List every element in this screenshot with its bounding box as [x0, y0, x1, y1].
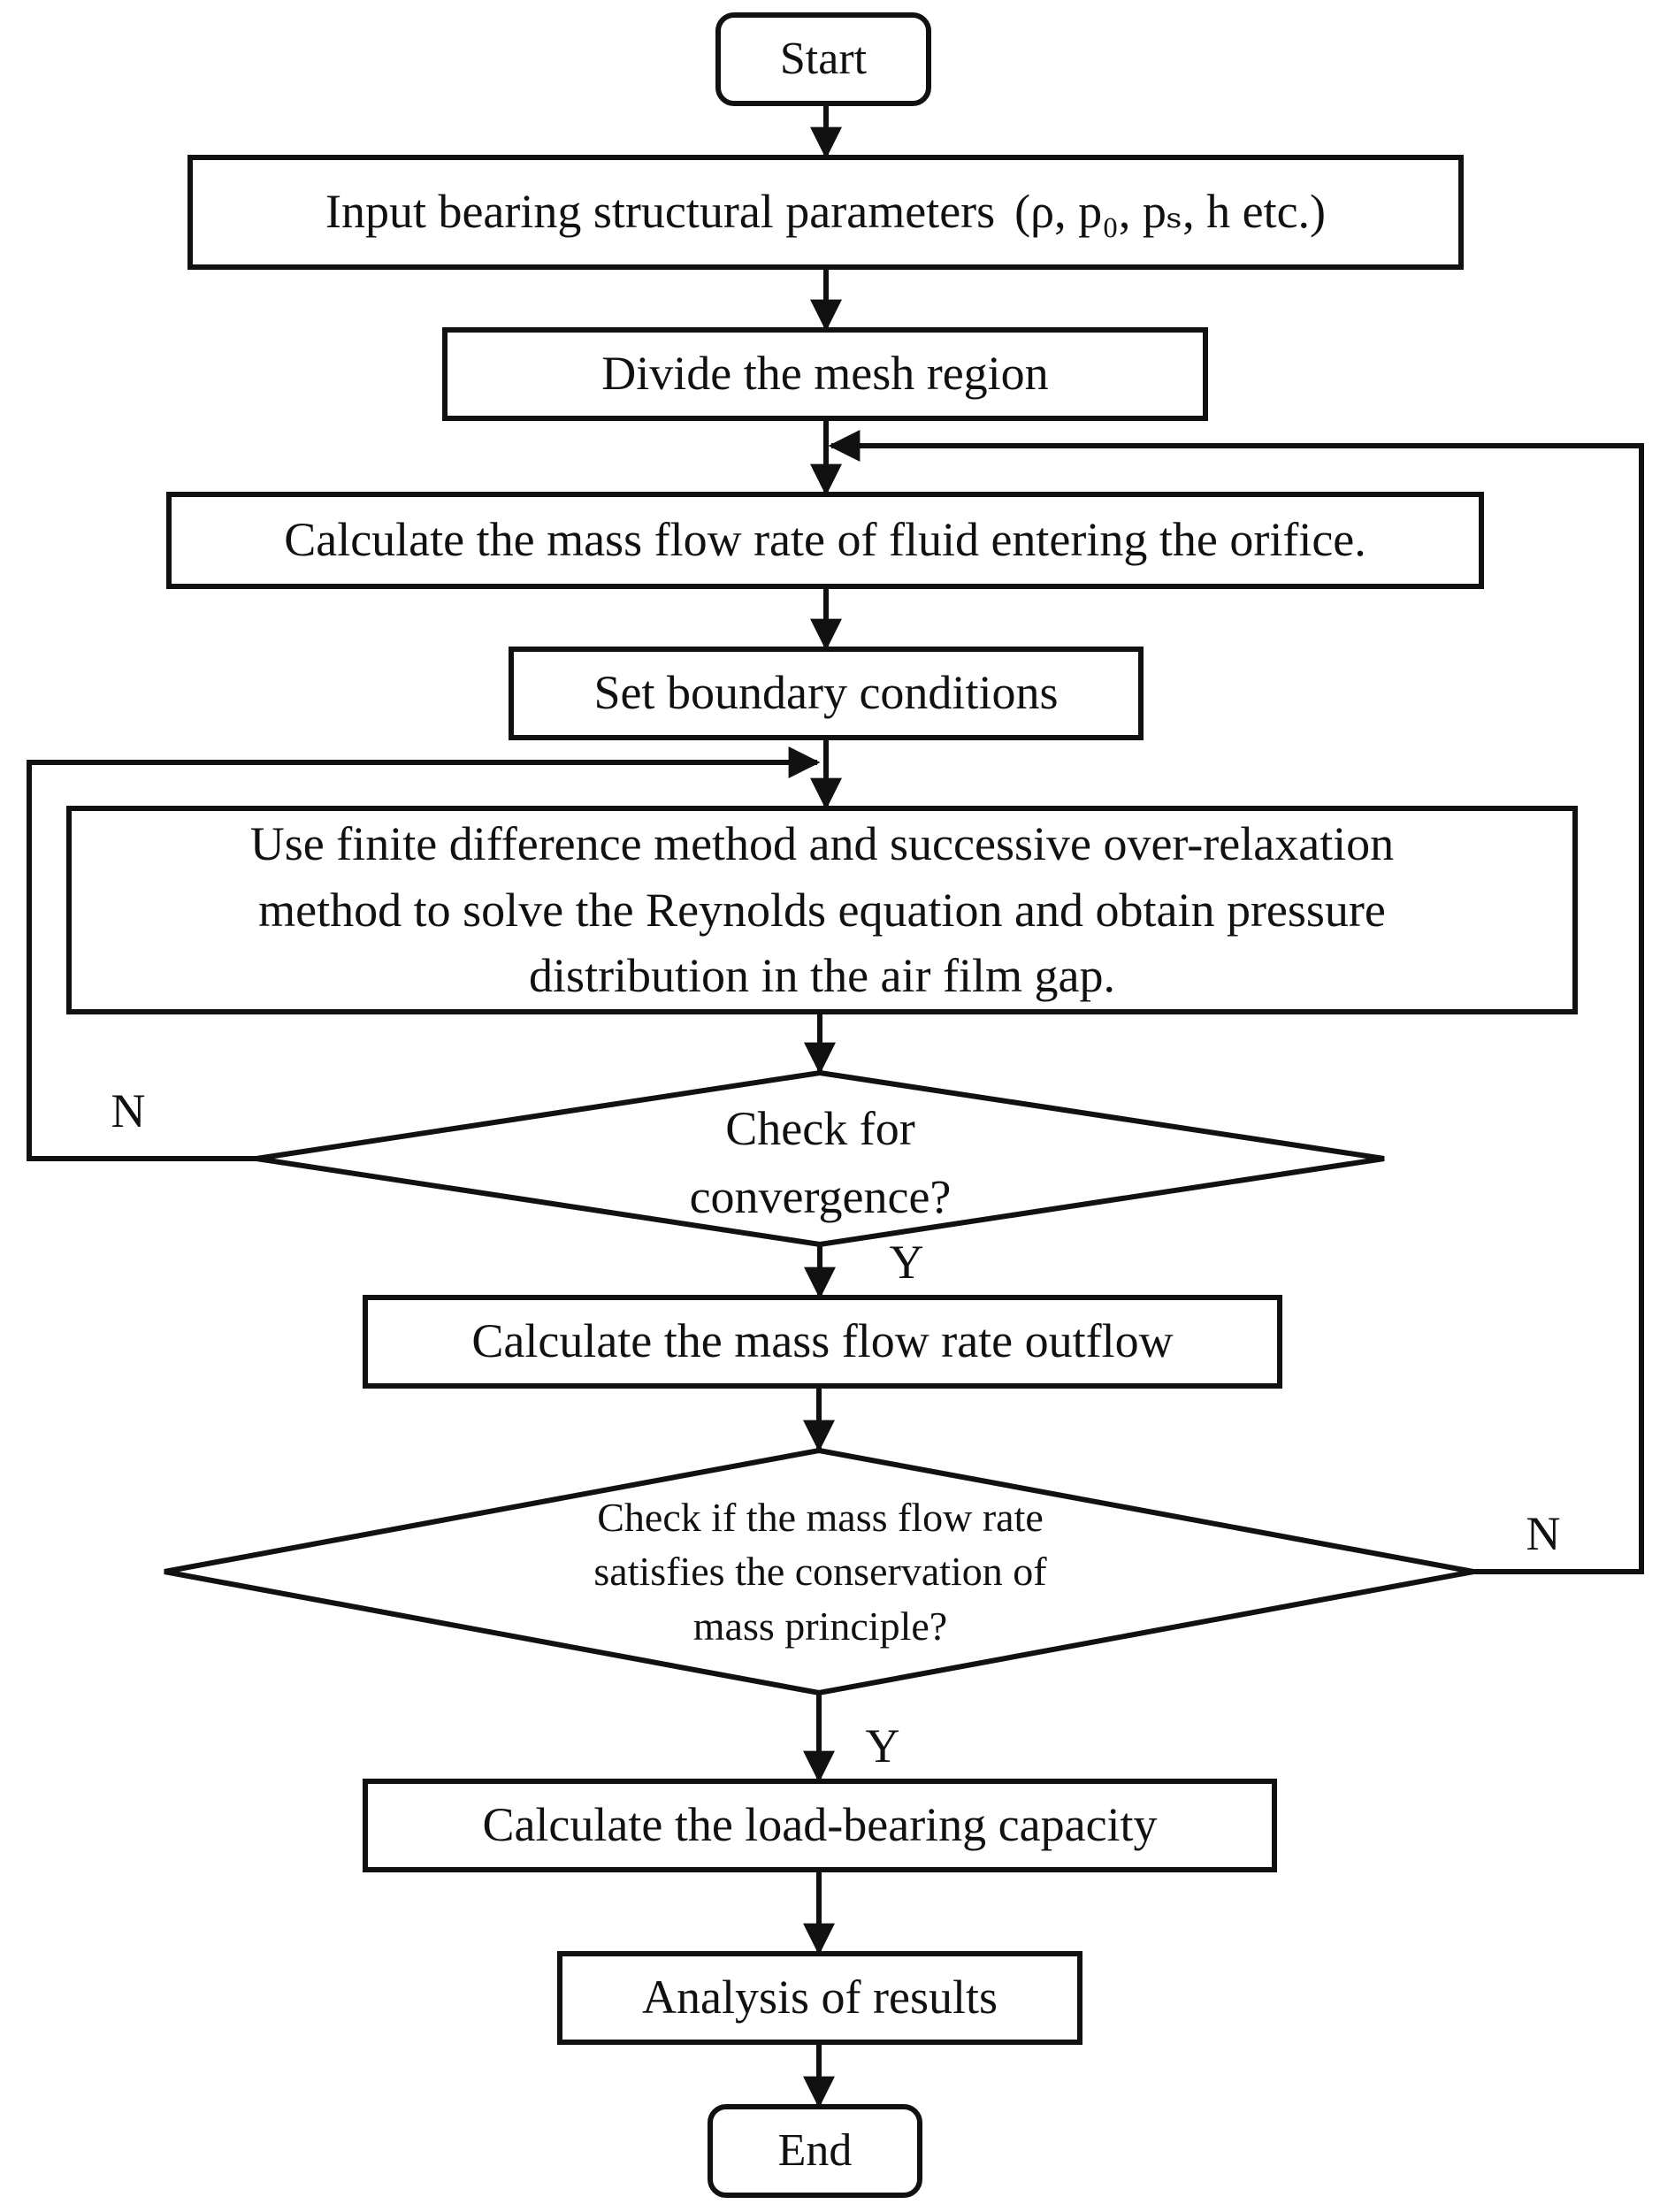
conservation-line-2: satisfies the conservation of	[593, 1549, 1047, 1595]
mass-in-label: Calculate the mass flow rate of fluid en…	[284, 513, 1366, 567]
solve-line-2: method to solve the Reynolds equation an…	[258, 883, 1386, 937]
solve-line-1: Use finite difference method and success…	[249, 817, 1395, 871]
solve-label: Use finite difference method and success…	[69, 808, 1575, 1012]
conservation-line-3: mass principle?	[692, 1603, 948, 1649]
conservation-no-label: N	[1526, 1507, 1561, 1561]
loop-conservation-no	[828, 430, 1644, 1574]
convergence-label: Check for convergence?	[566, 1088, 1075, 1238]
solve-line-3: distribution in the air film gap.	[529, 949, 1115, 1003]
analysis-label: Analysis of results	[642, 1971, 998, 2024]
convergence-line-1: Check for	[725, 1102, 915, 1156]
input-params-text: Input bearing structural parameters	[325, 185, 996, 239]
end-label: End	[777, 2125, 853, 2177]
load-label: Calculate the load-bearing capacity	[482, 1798, 1158, 1852]
loop-convergence-no	[27, 746, 821, 1161]
start-label: Start	[779, 34, 868, 85]
mesh-label: Divide the mesh region	[601, 347, 1049, 401]
convergence-yes-label: Y	[889, 1236, 924, 1290]
input-params-symbols: (ρ, p₀, pₛ, h etc.)	[1014, 185, 1327, 239]
convergence-no-label: N	[111, 1084, 146, 1138]
input-params-label: Input bearing structural parameters (ρ, …	[190, 157, 1461, 267]
convergence-line-2: convergence?	[689, 1170, 952, 1223]
boundary-label: Set boundary conditions	[593, 666, 1059, 720]
conservation-label: Check if the mass flow rate satisfies th…	[495, 1488, 1145, 1656]
mass-out-label: Calculate the mass flow rate outflow	[471, 1314, 1174, 1368]
conservation-line-1: Check if the mass flow rate	[597, 1494, 1044, 1540]
conservation-yes-label: Y	[865, 1719, 900, 1773]
